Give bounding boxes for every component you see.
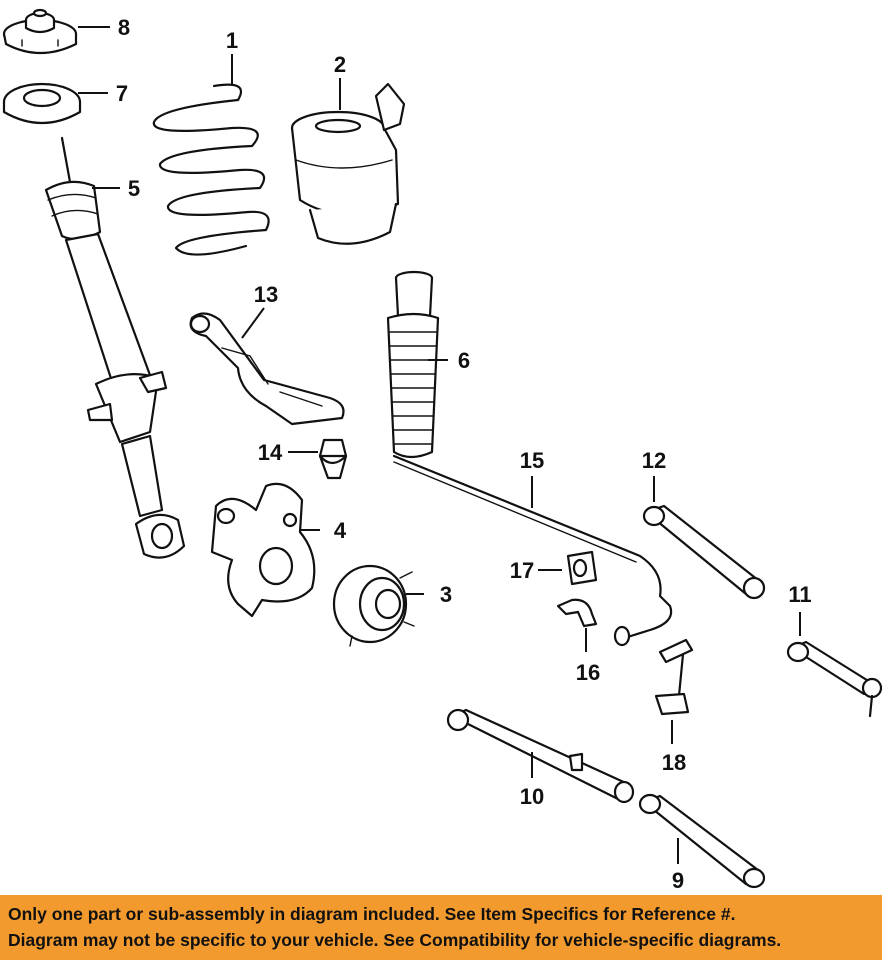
- callout-18: 18: [662, 750, 686, 775]
- part-12-lateral-link: [642, 504, 766, 600]
- callout-7: 7: [116, 81, 128, 106]
- part-1-coil-spring: [152, 83, 270, 256]
- part-13-control-arm: [189, 312, 345, 426]
- callout-1: 1: [226, 28, 238, 53]
- part-17-bushing: [566, 550, 598, 586]
- leader-lines: [78, 26, 801, 864]
- part-2-air-spring: [290, 82, 406, 245]
- callout-3: 3: [440, 582, 452, 607]
- part-9-lower-link: [638, 793, 766, 889]
- part-11-lateral-link: [786, 640, 882, 718]
- callout-2: 2: [334, 52, 346, 77]
- part-16-bracket: [556, 598, 598, 628]
- part-8-upper-mount: [2, 8, 78, 54]
- callout-15: 15: [520, 448, 544, 473]
- disclaimer-line-2: Diagram may not be specific to your vehi…: [8, 930, 782, 950]
- exploded-parts-diagram: 1 2 3 4 5 6 7 8 9 10 11 12 13 14 15 16 1…: [2, 8, 882, 893]
- part-7-spring-seat: [2, 82, 82, 125]
- callout-10: 10: [520, 784, 544, 809]
- callout-8: 8: [118, 15, 130, 40]
- callout-12: 12: [642, 448, 666, 473]
- part-18-stabilizer-link: [654, 638, 694, 716]
- callout-13: 13: [254, 282, 278, 307]
- disclaimer-banner: Only one part or sub-assembly in diagram…: [0, 895, 882, 960]
- disclaimer-line-1: Only one part or sub-assembly in diagram…: [8, 904, 736, 924]
- callout-5: 5: [128, 176, 140, 201]
- callout-16: 16: [576, 660, 600, 685]
- part-5-strut-shock: [44, 136, 186, 559]
- callout-9: 9: [672, 868, 684, 893]
- callout-labels: 1 2 3 4 5 6 7 8 9 10 11 12 13 14 15 16 1…: [116, 15, 812, 893]
- callout-4: 4: [334, 518, 347, 543]
- callout-14: 14: [258, 440, 283, 465]
- part-6-bump-stop: [386, 270, 440, 459]
- callout-17: 17: [510, 558, 534, 583]
- part-4-knuckle: [210, 482, 316, 618]
- part-10-lower-arm: [446, 708, 635, 804]
- callout-11: 11: [788, 582, 811, 607]
- callout-6: 6: [458, 348, 470, 373]
- part-14-ball-joint: [318, 438, 348, 480]
- part-3-wheel-hub: [332, 564, 415, 647]
- part-15-stabilizer-bar: [392, 454, 673, 647]
